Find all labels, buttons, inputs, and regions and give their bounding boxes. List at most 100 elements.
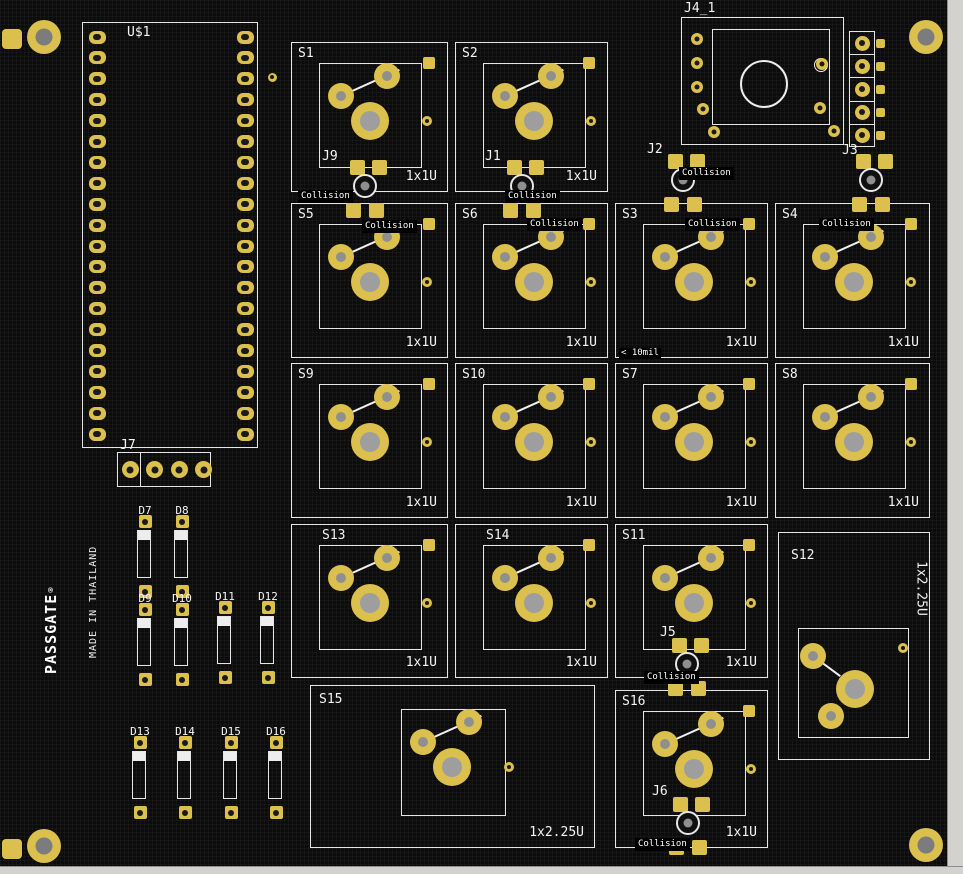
connector-header[interactable] [849, 30, 889, 152]
switch-smd-pad [743, 378, 755, 390]
j4-pad [697, 103, 709, 115]
diode-d7[interactable]: D7 [133, 505, 157, 601]
component-j7[interactable]: J7 [117, 438, 213, 487]
u1-pad [236, 406, 254, 420]
pad-hole [35, 28, 53, 46]
switch-side-hole [422, 116, 432, 126]
u1-pad [88, 51, 106, 65]
edge-pad[interactable] [2, 29, 22, 49]
stab-pad [691, 681, 706, 696]
u1-pad [88, 197, 106, 211]
pad-hole [826, 711, 836, 721]
pad-hole [589, 280, 593, 284]
mounting-hole[interactable] [27, 20, 61, 54]
diode-d13[interactable]: D13 [128, 726, 152, 822]
mounting-hole[interactable] [27, 829, 61, 863]
brand-trademark: ® [46, 583, 55, 594]
collision-marker: Collision [635, 838, 690, 851]
pad-hole [241, 263, 249, 270]
pad-hole [241, 326, 249, 333]
pad-hole [711, 129, 717, 135]
connector-j9[interactable]: J9 [322, 149, 388, 220]
switch-inner-outline [319, 63, 422, 168]
pad-hole [93, 263, 101, 270]
connector-ref: J9 [322, 149, 338, 164]
connector-j5[interactable]: J5 [660, 625, 710, 698]
edge-pad[interactable] [2, 839, 22, 859]
switch-side-hole [586, 598, 596, 608]
switch-pin-pad [328, 244, 354, 270]
pad-hole [820, 412, 830, 422]
j4-pad [816, 58, 828, 70]
switch-pin-pad [858, 384, 884, 410]
switch-pin-pad [328, 404, 354, 430]
switch-side-hole [746, 598, 756, 608]
pad-hole [660, 252, 670, 262]
diode-body [174, 530, 188, 578]
diode-d10[interactable]: D10 [170, 593, 194, 689]
pad-hole [694, 60, 700, 66]
pad-hole [706, 719, 716, 729]
diode-d12[interactable]: D12 [256, 591, 280, 687]
diode-d16[interactable]: D16 [264, 726, 288, 822]
diode-d9[interactable]: D9 [133, 593, 157, 689]
switch-smd-pad [423, 57, 435, 69]
pad-hole [175, 466, 183, 473]
pad-hole [831, 128, 837, 134]
switch-pin-pad [812, 244, 838, 270]
pad-hole [901, 646, 905, 650]
switch-ref: S13 [322, 528, 346, 543]
connector-j2[interactable]: J2 [647, 142, 706, 214]
pad-hole [360, 272, 380, 292]
switch-pin-pad [538, 384, 564, 410]
j7-pad [121, 461, 139, 478]
connector-j6[interactable]: J6 [652, 784, 711, 857]
diode-body [174, 618, 188, 666]
diode-d14[interactable]: D14 [173, 726, 197, 822]
diode-d11[interactable]: D11 [213, 591, 237, 687]
switch-ref: S9 [298, 367, 314, 382]
diode-pad [175, 515, 189, 528]
stab-pad [673, 797, 688, 812]
mounting-hole[interactable] [909, 828, 943, 862]
diode-d15[interactable]: D15 [219, 726, 243, 822]
component-j4-1[interactable]: J4_1 [678, 1, 848, 148]
pad-hole [93, 389, 101, 396]
switch-ref: S8 [782, 367, 798, 382]
pad-hole [241, 54, 249, 61]
pad-hole [336, 252, 346, 262]
u1-pad [88, 155, 106, 169]
diode-d8[interactable]: D8 [170, 505, 194, 601]
pad-hole [241, 431, 249, 438]
pad-hole [241, 34, 249, 40]
diode-ref: D15 [221, 725, 241, 738]
connector-j3[interactable]: J3 [842, 143, 894, 214]
j4-pad [691, 57, 703, 69]
header-smd-pad [876, 107, 885, 117]
diode-pad [138, 673, 152, 686]
component-u1[interactable]: U$1 [82, 22, 258, 448]
connector-j1[interactable]: J1 [485, 149, 545, 220]
header-smd-pad [876, 84, 885, 94]
header-divider [849, 123, 875, 125]
switch-smd-pad [905, 378, 917, 390]
diode-pad [138, 515, 152, 528]
u1-pad [236, 30, 254, 44]
switch-smd-pad [583, 57, 595, 69]
mounting-hole[interactable] [909, 20, 943, 54]
pad-hole [500, 91, 510, 101]
